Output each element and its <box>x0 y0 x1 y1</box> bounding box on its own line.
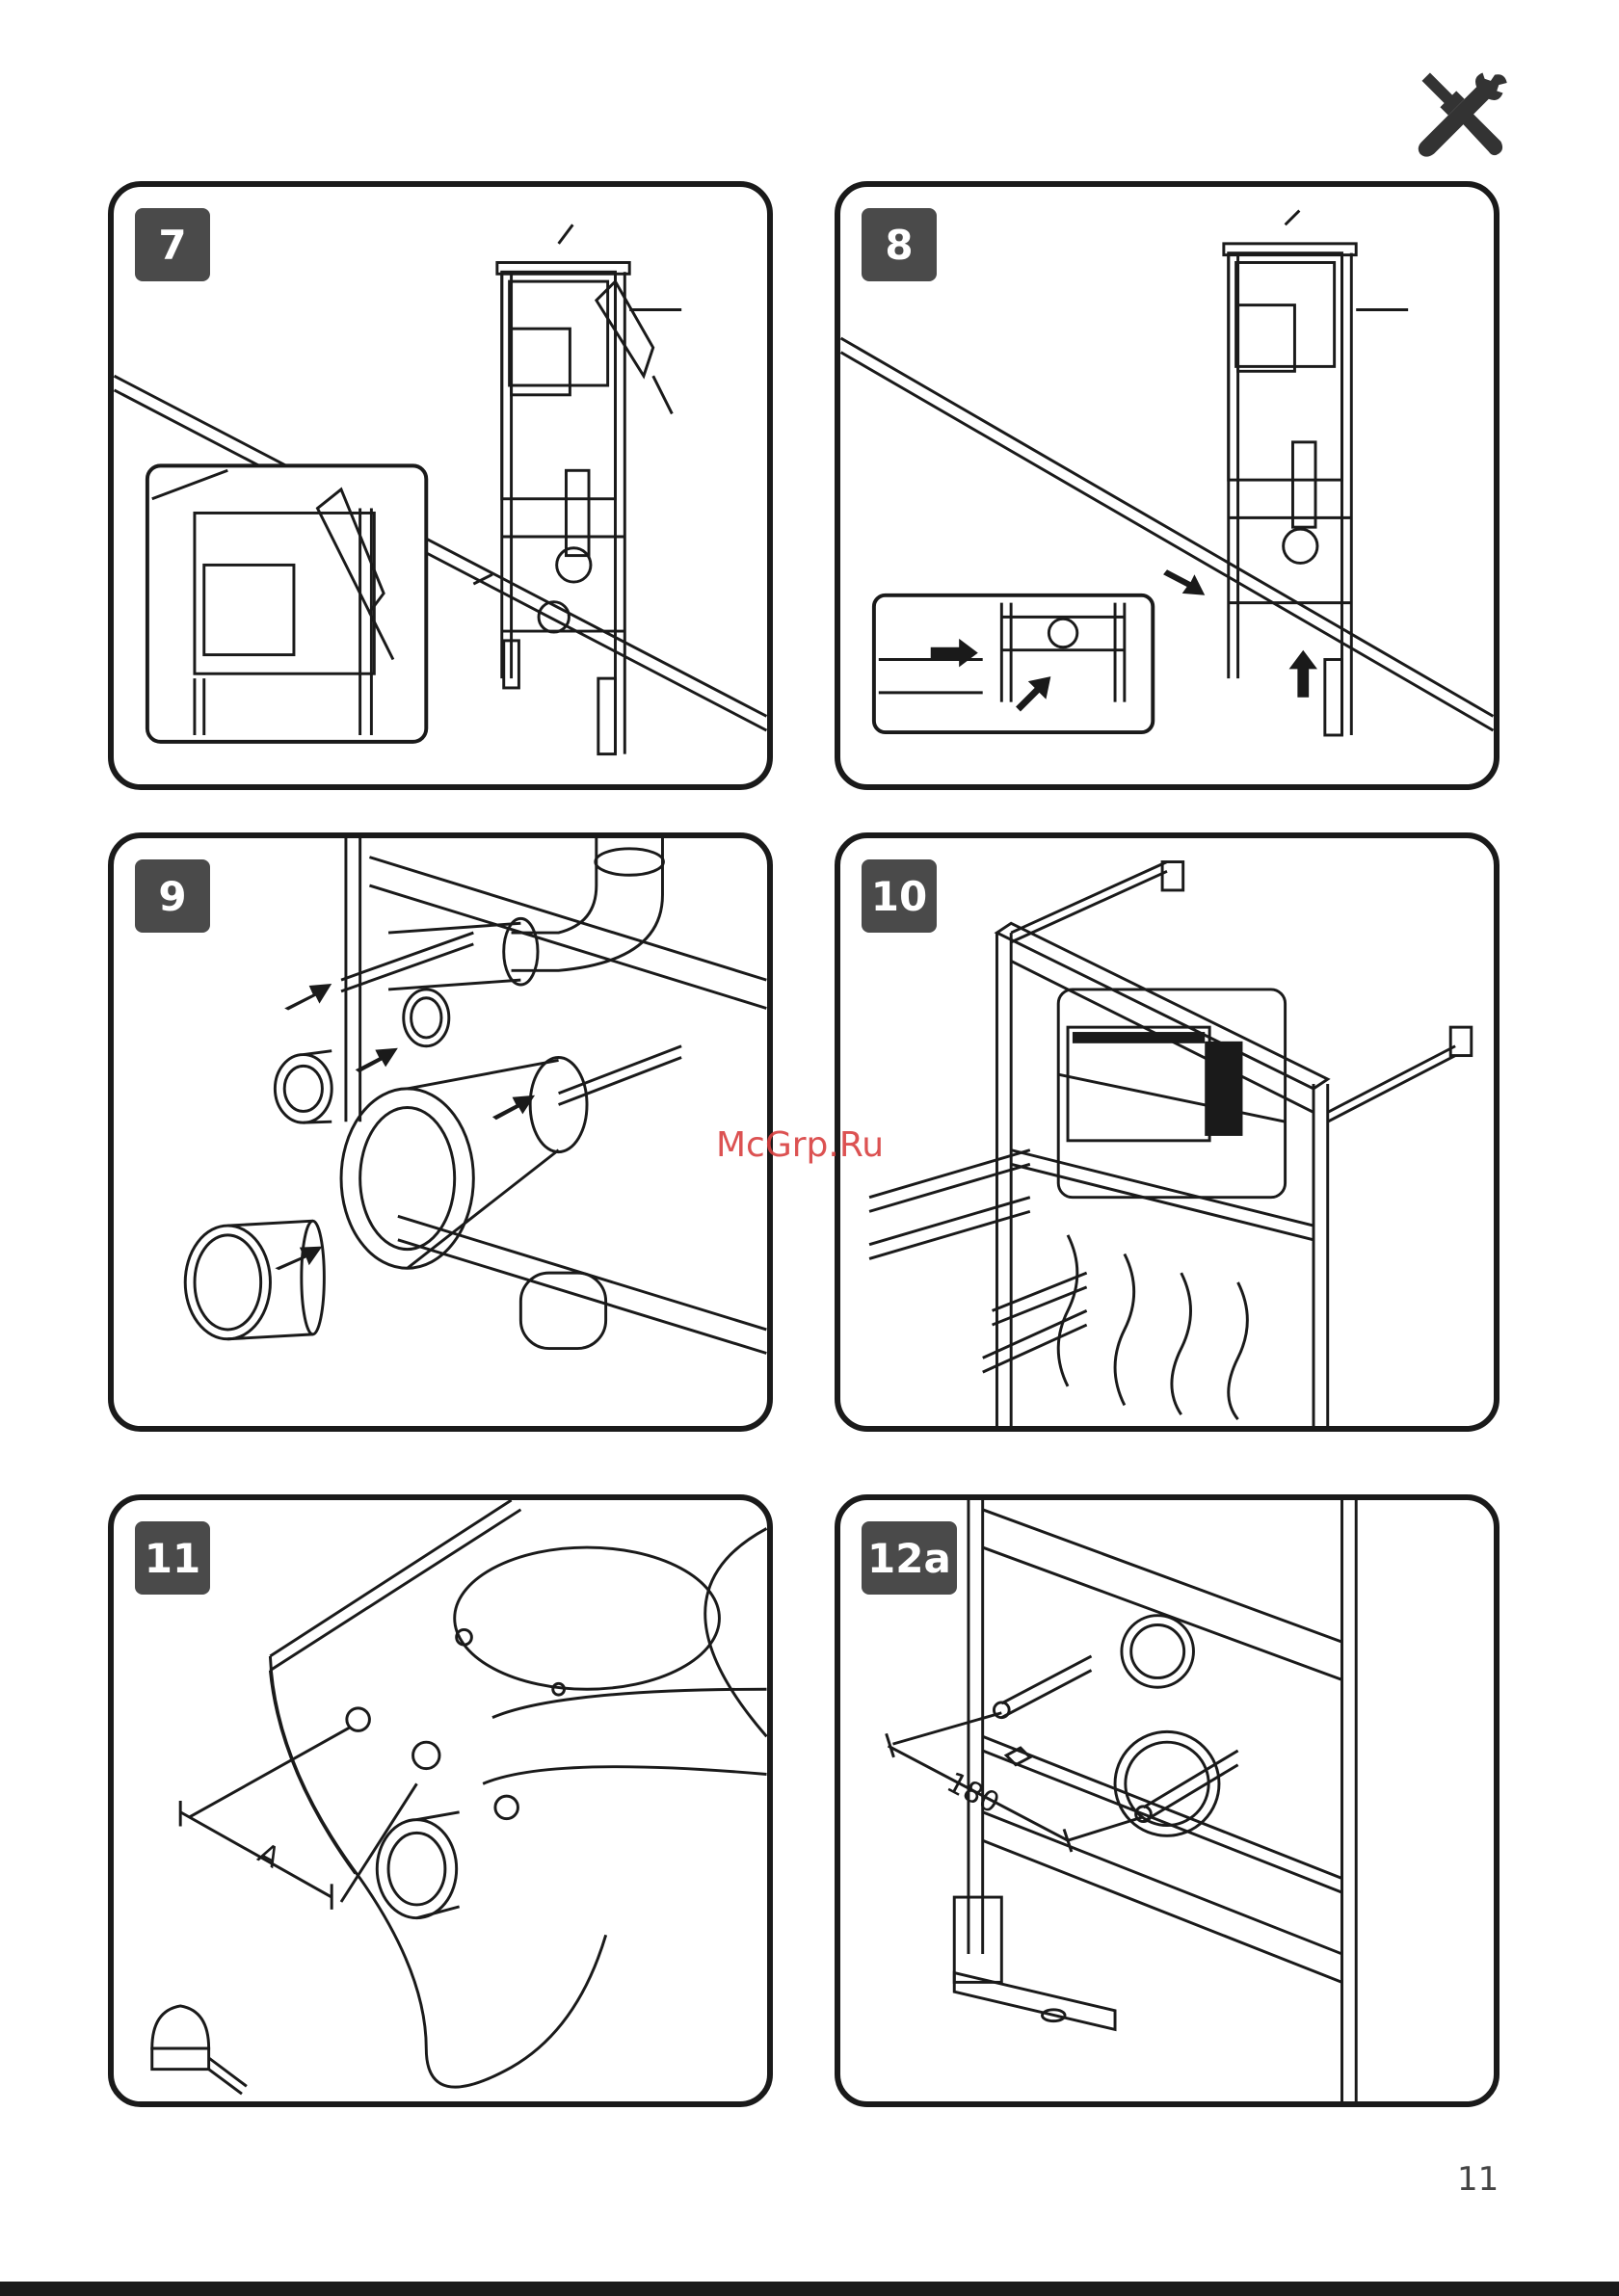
step-number-badge: 11 <box>135 1521 210 1595</box>
step-12a-panel: 12a <box>835 1494 1500 2107</box>
page-number: 11 <box>1457 2160 1499 2199</box>
watermark-text: McGrp.Ru <box>716 1125 884 1165</box>
step-number-badge: 7 <box>135 208 210 281</box>
step-8-panel: 8 <box>835 181 1500 790</box>
dimension-label-180: 180 <box>942 1765 1005 1819</box>
frame-install-illustration <box>840 187 1494 784</box>
step-number-badge: 12a <box>862 1521 957 1595</box>
step-10-panel: 10 <box>835 832 1500 1432</box>
step-number-badge: 8 <box>862 208 937 281</box>
step-7-panel: 7 <box>108 181 773 790</box>
step-9-panel: 9 <box>108 832 773 1432</box>
toilet-measure-illustration: A <box>114 1500 767 2101</box>
frame-cut-illustration <box>114 187 767 784</box>
bottom-rule <box>0 2282 1619 2296</box>
step-number-badge: 10 <box>862 859 937 933</box>
cistern-bolt-illustration <box>840 838 1494 1426</box>
step-11-panel: 11 <box>108 1494 773 2107</box>
pipe-connection-illustration <box>114 838 767 1426</box>
wrench-screwdriver-icon <box>1412 63 1513 164</box>
step-number-badge: 9 <box>135 859 210 933</box>
